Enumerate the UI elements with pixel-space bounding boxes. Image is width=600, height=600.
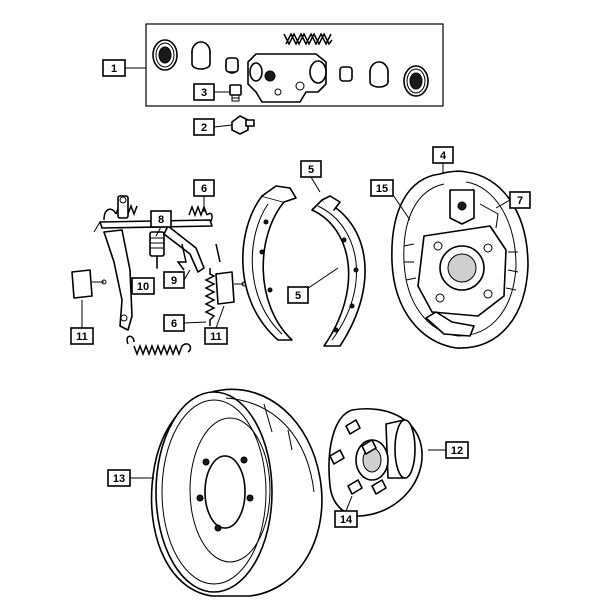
callout-6-lower-label: 6 — [171, 318, 177, 330]
callout-5-upper-label: 5 — [308, 164, 314, 176]
callout-11-left-label: 11 — [76, 331, 88, 343]
callout-2-label: 2 — [201, 122, 207, 134]
callout-12: 12 — [445, 441, 469, 459]
callout-9-label: 9 — [171, 275, 177, 287]
callout-14-label: 14 — [340, 514, 353, 526]
callout-8: 8 — [150, 210, 172, 228]
callout-11-right: 11 — [204, 327, 228, 345]
leading-brake-shoe — [242, 185, 297, 341]
backing-plate — [391, 170, 529, 349]
callout-15: 15 — [370, 179, 394, 197]
callout-11-right-label: 11 — [210, 331, 222, 343]
callout-13: 13 — [107, 469, 131, 487]
wheel-cylinder-mounting-bolt — [231, 115, 255, 135]
callout-1: 1 — [102, 59, 126, 77]
adjuster-lever — [163, 225, 205, 273]
anchor-pin — [117, 195, 129, 219]
callout-15-label: 15 — [376, 183, 388, 195]
lower-spring — [204, 268, 216, 326]
callout-6-upper-label: 6 — [201, 183, 207, 195]
wheel-cylinder-left-cup — [191, 41, 211, 70]
right-hold-down-clip — [215, 271, 247, 305]
callout-6-lower: 6 — [163, 314, 185, 332]
callout-2: 2 — [193, 118, 215, 136]
trailing-brake-shoe — [311, 195, 366, 347]
wheel-cylinder-left-piston — [225, 57, 239, 74]
wheel-cylinder-right-piston — [339, 66, 353, 82]
left-hold-down-clip — [71, 269, 107, 299]
callout-4-label: 4 — [440, 150, 447, 162]
wheel-cylinder-right-boot — [403, 65, 429, 97]
callout-5-lower-label: 5 — [295, 290, 301, 302]
wheel-cylinder-right-cup — [369, 61, 389, 88]
callout-9: 9 — [163, 271, 185, 289]
adjuster-screw-assembly — [149, 231, 165, 269]
callout-13-label: 13 — [113, 473, 125, 485]
callout-6-upper: 6 — [193, 179, 215, 197]
callout-3-label: 3 — [201, 87, 207, 99]
wheel-hub — [328, 408, 423, 517]
callout-1-label: 1 — [111, 63, 117, 75]
lower-return-spring — [126, 335, 192, 357]
callout-4: 4 — [432, 146, 454, 164]
wheel-studs — [329, 419, 387, 495]
callout-10-label: 10 — [137, 281, 149, 293]
wheel-cylinder-body — [247, 53, 327, 103]
callout-7: 7 — [509, 191, 531, 209]
callout-14: 14 — [334, 510, 358, 528]
callout-11-left: 11 — [70, 327, 94, 345]
callout-10: 10 — [131, 277, 155, 295]
hold-down-spring — [176, 243, 221, 271]
callout-3: 3 — [193, 83, 215, 101]
callout-12-label: 12 — [451, 445, 463, 457]
park-brake-lever — [103, 229, 133, 331]
wheel-cylinder-kit-frame — [145, 23, 444, 107]
callout-5-upper: 5 — [300, 160, 322, 178]
bleeder-screw — [229, 84, 242, 102]
callout-5-lower: 5 — [287, 286, 309, 304]
callout-7-label: 7 — [517, 195, 523, 207]
callout-8-label: 8 — [158, 214, 164, 226]
wheel-cylinder-left-boot — [152, 39, 178, 71]
wheel-cylinder-spring — [283, 32, 333, 46]
brake-drum — [150, 388, 323, 597]
